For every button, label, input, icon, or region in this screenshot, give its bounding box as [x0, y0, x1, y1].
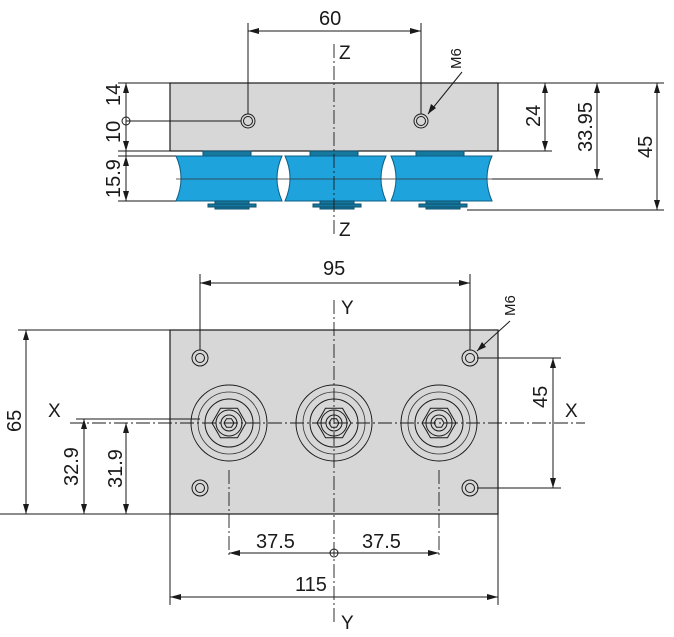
side-hole-right-inner: [416, 116, 426, 126]
arrow: [229, 550, 240, 556]
dim-65-label: 65: [4, 410, 26, 432]
mount-hole-inner: [465, 483, 475, 493]
dim-37-5-left-label: 37.5: [256, 531, 295, 553]
arrow: [23, 330, 29, 340]
wheel-top-cap: [202, 150, 252, 157]
dim-31-9-label: 31.9: [105, 449, 127, 488]
arrow: [248, 28, 259, 34]
arrow: [123, 191, 129, 201]
arrow: [123, 83, 129, 93]
side-wheel-middle: [284, 155, 387, 202]
arrow: [81, 419, 87, 429]
arrow: [550, 478, 556, 488]
wheel-top-cap: [415, 150, 465, 157]
wheel-bottom-washer: [207, 203, 257, 208]
axis-x-right-label: X: [565, 401, 578, 422]
wheel-bottom-washer: [312, 203, 362, 208]
mount-hole-inner: [195, 353, 205, 363]
arrow: [81, 504, 87, 514]
axis-y-bottom-label: Y: [341, 613, 354, 634]
arrow: [410, 28, 421, 34]
dim-10-label: 10: [103, 121, 125, 143]
arrow: [542, 141, 548, 151]
dim-32-9-label: 32.9: [61, 447, 83, 486]
mount-hole-inner: [465, 353, 475, 363]
arrow: [654, 83, 660, 93]
arrow: [123, 156, 129, 166]
axis-y-top-label: Y: [341, 298, 354, 319]
dim-origin: [329, 548, 339, 558]
side-view: Z Z 60 M6 14 10 15.9 24: [103, 8, 664, 241]
arrow: [594, 169, 600, 179]
thread-m6-top: M6: [502, 295, 519, 316]
arrow: [123, 423, 129, 433]
arrow: [477, 342, 486, 351]
dim-115-label: 115: [295, 574, 327, 596]
side-hole-left-inner: [243, 116, 253, 126]
arrow: [594, 83, 600, 93]
top-view: X X Y Y 95 M6 65 32.9 31.9: [0, 258, 585, 634]
dim-33-95-label: 33.95: [575, 102, 597, 152]
dim-37-5-right-label: 37.5: [362, 531, 401, 553]
dim-95-label: 95: [323, 258, 345, 280]
side-wheel-blocks: [175, 150, 493, 210]
arrow: [170, 594, 181, 600]
dim-45-side-label: 45: [635, 136, 657, 158]
arrow: [23, 504, 29, 514]
wheel-bottom-washer: [418, 203, 468, 208]
arrow: [428, 104, 436, 114]
arrow: [542, 83, 548, 93]
thread-m6-side: M6: [448, 48, 465, 69]
arrow: [123, 504, 129, 514]
arrow: [123, 141, 129, 151]
side-wheel-left: [175, 155, 283, 202]
dim-24-label: 24: [523, 105, 545, 127]
dim-60-label: 60: [319, 8, 341, 30]
arrow: [200, 280, 211, 286]
arrow: [654, 200, 660, 210]
dim-15-9-label: 15.9: [103, 159, 125, 198]
arrow: [459, 280, 470, 286]
arrow: [487, 594, 498, 600]
dim-45-top-label: 45: [530, 386, 552, 408]
mount-hole: [191, 479, 209, 497]
side-wheel-right: [390, 155, 493, 202]
mount-hole-inner: [195, 483, 205, 493]
dim-14-label: 14: [103, 84, 125, 106]
axis-z-bottom-label: Z: [339, 220, 351, 241]
axis-x-left-label: X: [48, 401, 61, 422]
arrow: [550, 358, 556, 368]
arrow: [428, 550, 439, 556]
axis-z-top-label: Z: [339, 43, 351, 64]
